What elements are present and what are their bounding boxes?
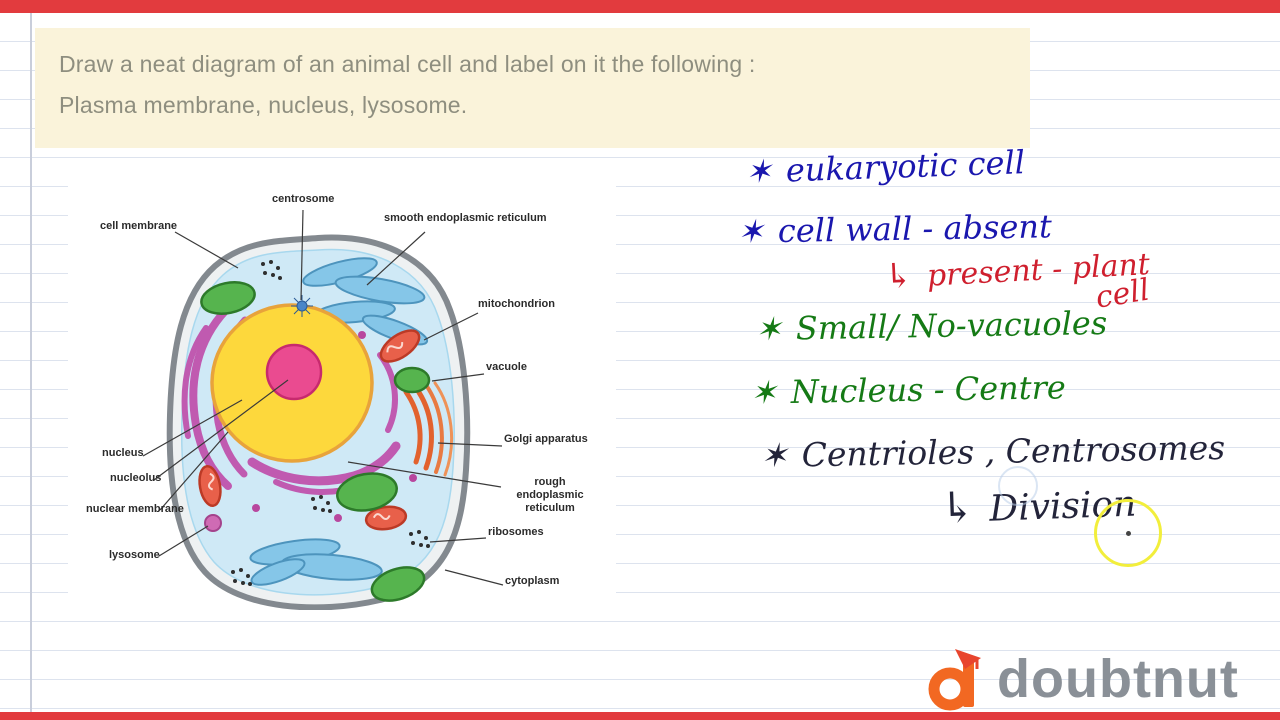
question-line-2: Plasma membrane, nucleus, lysosome. bbox=[59, 92, 468, 118]
diagram-label-cell-membrane: cell membrane bbox=[100, 220, 178, 232]
diagram-label-nucleus: nucleus bbox=[102, 447, 144, 459]
lysosome bbox=[204, 514, 222, 532]
diagram-label-nuclear-membrane: nuclear membrane bbox=[86, 503, 184, 515]
vacuole bbox=[200, 281, 431, 602]
diagram-label-nucleolus: nucleolus bbox=[110, 472, 162, 484]
star-icon: ✶ bbox=[759, 435, 789, 476]
note-nucleus-centre: ✶ Nucleus - Centre bbox=[750, 368, 1066, 412]
note-text: Nucleus - Centre bbox=[790, 368, 1067, 412]
note-cell-wall-absent: ✶ cell wall - absent bbox=[737, 207, 1052, 250]
diagram-label-centrosome: centrosome bbox=[272, 193, 335, 205]
cursor-dot bbox=[1126, 531, 1131, 536]
doubtnut-icon bbox=[928, 649, 981, 711]
nucleolus bbox=[265, 343, 323, 401]
brand-name: doubtnut bbox=[997, 649, 1239, 709]
question-line-1: Draw a neat diagram of an animal cell an… bbox=[59, 51, 756, 77]
ribosomes bbox=[231, 260, 430, 586]
note-text: Small/ No-vacuoles bbox=[795, 303, 1108, 348]
note-text: cell wall - absent bbox=[777, 207, 1053, 251]
note-centrioles-centrosomes: ✶Centrioles , Centrosomes bbox=[760, 428, 1226, 475]
arrow-icon: ↳ bbox=[939, 482, 977, 533]
star-icon: ✶ bbox=[736, 212, 765, 251]
bottom-red-bar bbox=[0, 712, 1280, 720]
question-box: Draw a neat diagram of an animal cell an… bbox=[35, 28, 1030, 148]
faint-pen-circle bbox=[998, 466, 1038, 506]
animal-cell-illustration bbox=[142, 209, 504, 610]
mitochondrion bbox=[198, 329, 421, 531]
note-small-no-vacuoles: ✶ Small/ No-vacuoles bbox=[755, 304, 1108, 348]
vesicle-dots bbox=[252, 331, 417, 522]
brand-logo: doubtnut bbox=[925, 645, 1239, 713]
diagram-label-smooth-er: smooth endoplasmic reticulum bbox=[384, 212, 547, 224]
star-icon: ✶ bbox=[754, 309, 783, 349]
diagram-label-vacuole: vacuole bbox=[486, 361, 527, 373]
diagram-label-rough-er: rough endoplasmic reticulum bbox=[516, 476, 584, 514]
top-red-bar bbox=[0, 0, 1280, 13]
diagram-label-ribosomes: ribosomes bbox=[488, 526, 544, 538]
diagram-label-lysosome: lysosome bbox=[109, 549, 160, 561]
golgi-apparatus bbox=[403, 381, 454, 477]
star-icon: ✶ bbox=[749, 373, 778, 412]
star-icon: ✶ bbox=[744, 151, 773, 191]
diagram-label-golgi-apparatus: Golgi apparatus bbox=[504, 433, 588, 445]
diagram-label-cytoplasm: cytoplasm bbox=[505, 575, 560, 587]
arrow-icon: ↳ bbox=[883, 255, 914, 297]
cursor-highlight-circle bbox=[1094, 499, 1162, 567]
diagram-label-mitochondrion: mitochondrion bbox=[478, 298, 555, 310]
label-pointer-lines bbox=[142, 209, 504, 586]
centrosome bbox=[291, 295, 313, 317]
notebook-margin-line bbox=[30, 13, 32, 712]
